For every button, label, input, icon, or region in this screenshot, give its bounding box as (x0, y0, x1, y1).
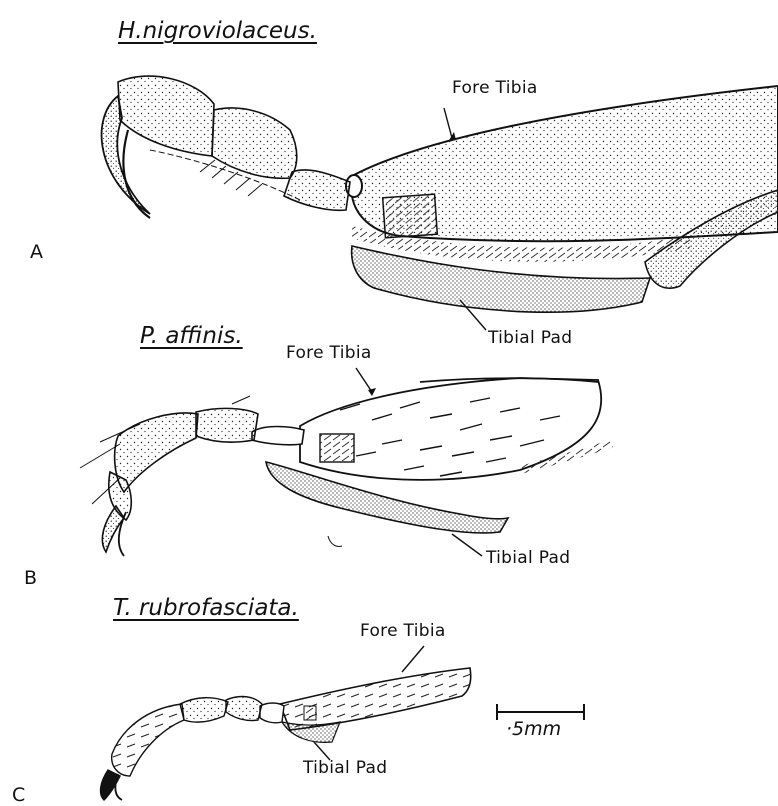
fore-tibia-b (300, 378, 601, 480)
leg-drawing-b (80, 378, 612, 556)
leader-line-pad-b (452, 534, 482, 556)
fore-tibia-label-a: Fore Tibia (452, 80, 538, 97)
leader-line-tibia-c (402, 646, 424, 672)
scale-bar-label: ·5mm (506, 720, 561, 739)
leg-drawing-a (102, 76, 778, 312)
leader-line-tibia-a (444, 108, 452, 138)
tibial-pad-c (282, 722, 340, 742)
panel-letter-c: C (12, 786, 25, 805)
panel-letter-a: A (30, 243, 43, 262)
tibial-pad-label-b: Tibial Pad (486, 550, 570, 567)
fore-tibia-label-c: Fore Tibia (360, 623, 446, 640)
tibial-pad-label-a: Tibial Pad (488, 330, 572, 347)
fore-tibia-label-b: Fore Tibia (286, 345, 372, 362)
leader-line-tibia-b (356, 368, 372, 392)
panel-letter-b: B (24, 569, 37, 588)
species-title-a: H.nigroviolaceus. (118, 20, 317, 43)
fore-tibia-c (280, 668, 471, 730)
species-title-b: P. affinis. (140, 325, 243, 348)
leg-drawing-c (101, 668, 471, 800)
tibial-pad-label-c: Tibial Pad (303, 760, 387, 777)
species-title-c: T. rubrofasciata. (113, 597, 299, 620)
